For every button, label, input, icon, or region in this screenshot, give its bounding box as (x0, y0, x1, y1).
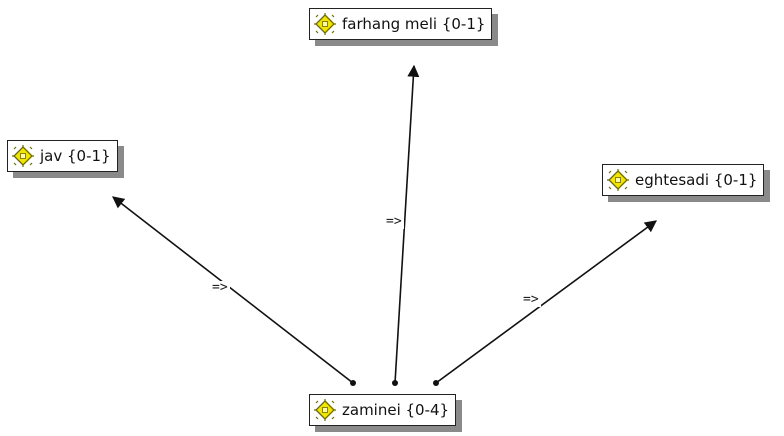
edge-start-dot (350, 380, 356, 386)
edge-zaminei-jav[interactable] (112, 196, 354, 384)
edge-label-jav: => (210, 280, 230, 295)
edge-label-eghtesadi: => (521, 292, 541, 307)
node-jav[interactable]: jav {0-1} (7, 140, 118, 172)
code-node-icon (314, 399, 336, 421)
edge-start-dot (392, 380, 398, 386)
node-eghtesadi[interactable]: eghtesadi {0-1} (602, 164, 765, 196)
code-node-icon (12, 145, 34, 167)
node-zaminei[interactable]: zaminei {0-4} (309, 394, 457, 426)
edge-start-dot (433, 380, 439, 386)
node-label: farhang meli {0-1} (342, 15, 486, 33)
node-label: jav {0-1} (40, 147, 111, 165)
node-label: eghtesadi {0-1} (635, 171, 758, 189)
edge-zaminei-eghtesadi[interactable] (435, 220, 657, 384)
code-node-icon (607, 169, 629, 191)
node-label: zaminei {0-4} (342, 401, 450, 419)
node-farhang-meli[interactable]: farhang meli {0-1} (309, 8, 493, 40)
edge-label-farhang: => (384, 214, 404, 229)
code-node-icon (314, 13, 336, 35)
edge-zaminei-farhang[interactable] (394, 64, 420, 384)
